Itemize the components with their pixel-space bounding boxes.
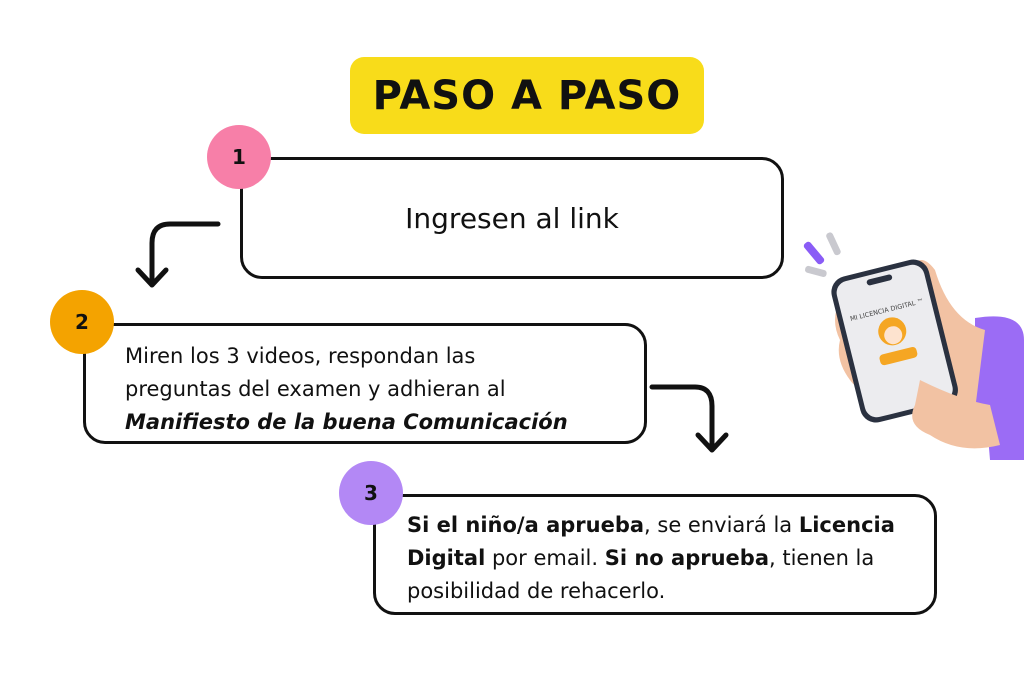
step-3-bold-3: Digital: [407, 546, 486, 570]
step-1-badge: 1: [207, 125, 271, 189]
step-2-badge: 2: [50, 290, 114, 354]
hand-holding-phone-illustration: MI LICENCIA DIGITAL ™: [803, 232, 1024, 460]
page-title: PASO A PASO: [350, 57, 704, 134]
arrow-down-left-icon: [135, 221, 221, 288]
step-2-line-2: preguntas del examen y adhieran al: [125, 377, 506, 401]
step-3-text-4: posibilidad de rehacerlo.: [407, 579, 666, 603]
step-1-box: Ingresen al link: [240, 157, 784, 279]
step-3-bold-4: Si no aprueba: [604, 546, 769, 570]
step-3-text-3: , tienen la: [769, 546, 875, 570]
step-3-box: Si el niño/a aprueba, se enviará la Lice…: [373, 494, 937, 615]
step-3-bold-2: Licencia: [798, 513, 895, 537]
step-2-line-1: Miren los 3 videos, respondan las: [125, 344, 476, 368]
step-3-bold-1: Si el niño/a aprueba: [407, 513, 645, 537]
step-3-text-1: , se enviará la: [644, 513, 799, 537]
step-3-badge: 3: [339, 461, 403, 525]
arrow-down-right-icon: [649, 384, 729, 453]
step-3-text-2: por email.: [485, 546, 605, 570]
step-2-line-3: Manifiesto de la buena Comunicación: [125, 410, 568, 434]
step-2-box: Miren los 3 videos, respondan las pregun…: [83, 323, 647, 444]
step-1-text: Ingresen al link: [405, 201, 619, 235]
